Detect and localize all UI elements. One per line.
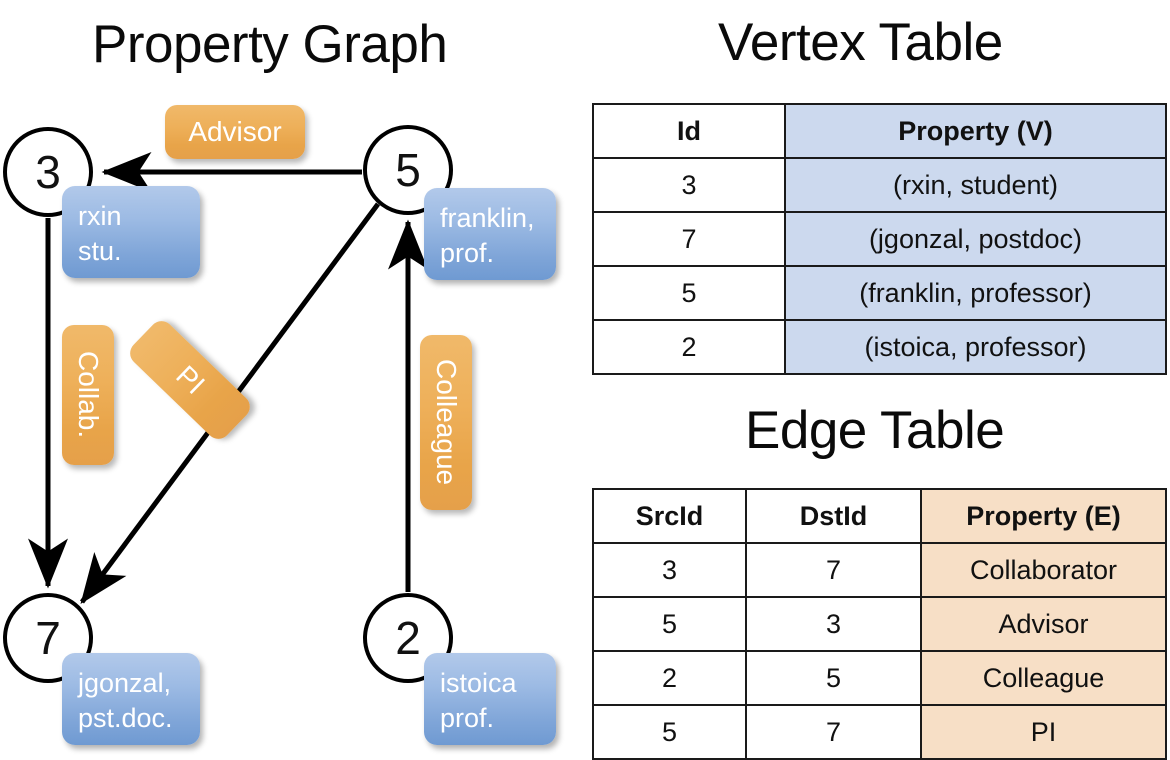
edge-cell-property: Advisor	[920, 596, 1167, 652]
edge-cell-property: Collaborator	[920, 542, 1167, 598]
table-row: 5 3 Advisor	[592, 596, 1167, 652]
edge-label-colleague-text: Colleague	[431, 359, 462, 486]
vertex-table-header-property: Property (V)	[784, 103, 1167, 159]
edge-table-header-srcid: SrcId	[592, 488, 747, 544]
edge-cell-dstid: 7	[745, 704, 922, 760]
edge-cell-dstid: 5	[745, 650, 922, 706]
vertex-table-header-id: Id	[592, 103, 786, 159]
node-property-line-2: stu.	[78, 236, 122, 267]
vertex-cell-id: 5	[592, 265, 786, 321]
vertex-cell-id: 7	[592, 211, 786, 267]
edge-label-pi-text: PI	[170, 359, 211, 400]
graph-node-5[interactable]: 5	[363, 125, 453, 215]
graph-node-7-label: 7	[35, 612, 61, 664]
graph-node-2[interactable]: 2	[363, 593, 453, 683]
node-property-box-franklin[interactable]: franklin, prof.	[424, 188, 556, 280]
graph-node-5-label: 5	[395, 144, 421, 196]
edge-table: SrcId DstId Property (E) 3 7 Collaborato…	[592, 488, 1167, 760]
node-property-box-rxin[interactable]: rxin stu.	[62, 186, 200, 278]
property-graph-diagram: 3 5 7 2 rxin stu. franklin, prof. jgonza…	[3, 105, 556, 745]
table-row: 2 5 Colleague	[592, 650, 1167, 706]
table-row: 3 (rxin, student)	[592, 157, 1167, 213]
node-property-line-1: rxin	[78, 201, 122, 231]
vertex-table-header-row: Id Property (V)	[592, 103, 1167, 159]
graph-node-3-label: 3	[35, 146, 61, 198]
node-property-line-2: pst.doc.	[78, 703, 173, 734]
node-property-line-1: istoica	[440, 668, 517, 698]
table-row: 5 7 PI	[592, 704, 1167, 760]
vertex-table: Id Property (V) 3 (rxin, student) 7 (jgo…	[592, 103, 1167, 375]
edge-label-collab-text: Collab.	[73, 351, 104, 439]
edge-cell-property: PI	[920, 704, 1167, 760]
page-title-property-graph: Property Graph	[92, 15, 448, 74]
table-row: 3 7 Collaborator	[592, 542, 1167, 598]
table-row: 2 (istoica, professor)	[592, 319, 1167, 375]
edge-cell-dstid: 7	[745, 542, 922, 598]
table-row: 7 (jgonzal, postdoc)	[592, 211, 1167, 267]
node-property-line-1: jgonzal,	[78, 668, 172, 698]
vertex-cell-property: (franklin, professor)	[784, 265, 1167, 321]
edge-cell-dstid: 3	[745, 596, 922, 652]
graph-node-2-label: 2	[395, 612, 421, 664]
edge-table-header-dstid: DstId	[745, 488, 922, 544]
table-row: 5 (franklin, professor)	[592, 265, 1167, 321]
node-property-line-2: prof.	[440, 238, 495, 269]
vertex-cell-id: 2	[592, 319, 786, 375]
vertex-cell-property: (rxin, student)	[784, 157, 1167, 213]
node-property-line-1: franklin,	[440, 203, 535, 233]
vertex-cell-property: (istoica, professor)	[784, 319, 1167, 375]
page-title-vertex-table: Vertex Table	[718, 13, 1003, 72]
edge-cell-srcid: 2	[592, 650, 747, 706]
edge-cell-srcid: 5	[592, 596, 747, 652]
edge-table-header-row: SrcId DstId Property (E)	[592, 488, 1167, 544]
node-property-box-istoica[interactable]: istoica prof.	[424, 653, 556, 745]
edge-cell-property: Colleague	[920, 650, 1167, 706]
node-property-box-jgonzal[interactable]: jgonzal, pst.doc.	[62, 653, 200, 745]
vertex-cell-property: (jgonzal, postdoc)	[784, 211, 1167, 267]
page-title-edge-table: Edge Table	[745, 401, 1005, 460]
node-property-line-2: prof.	[440, 703, 495, 734]
edge-table-header-property: Property (E)	[920, 488, 1167, 544]
edge-cell-srcid: 3	[592, 542, 747, 598]
edge-cell-srcid: 5	[592, 704, 747, 760]
edge-label-advisor[interactable]: Advisor	[165, 105, 305, 159]
edge-label-colleague[interactable]: Colleague	[420, 335, 472, 510]
edge-label-advisor-text: Advisor	[188, 116, 282, 147]
edge-label-collab[interactable]: Collab.	[62, 325, 114, 465]
vertex-cell-id: 3	[592, 157, 786, 213]
